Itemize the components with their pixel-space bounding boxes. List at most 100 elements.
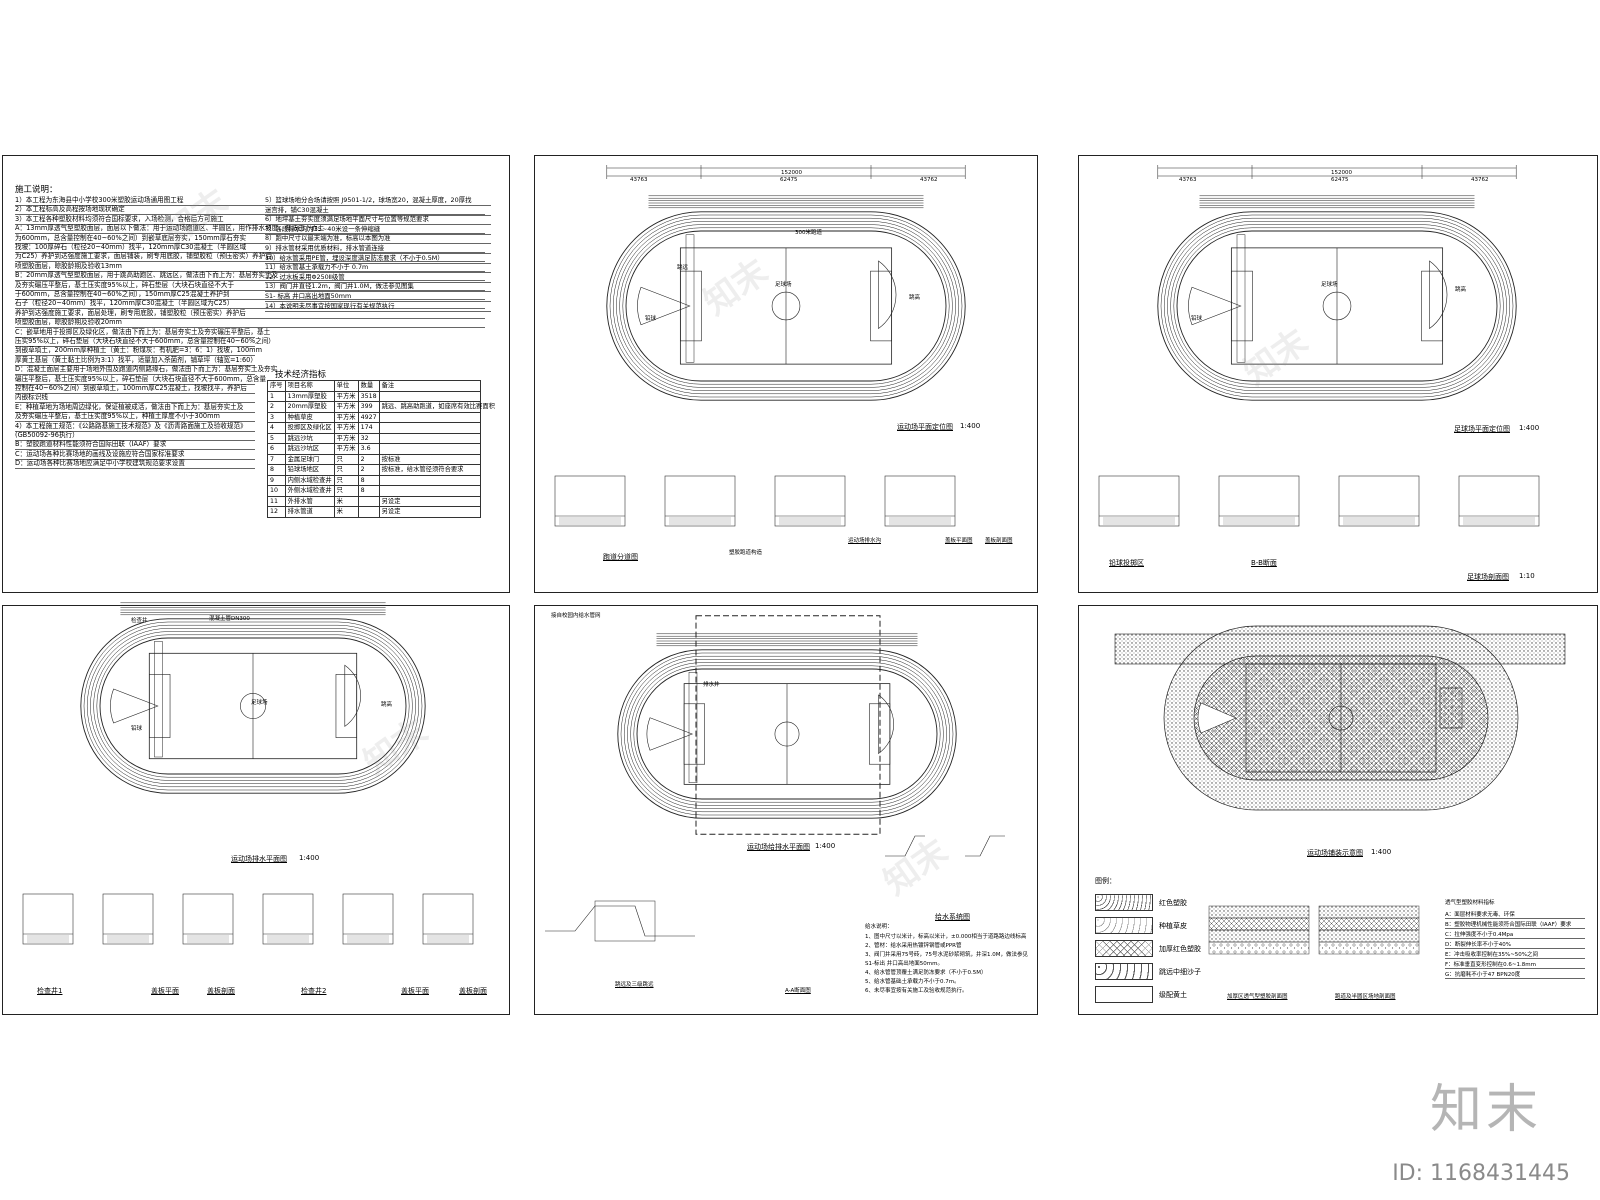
shot-put-sector [1197,702,1237,734]
tech-cell: 投掷区及绿化区 [284,422,335,434]
detail-box [774,475,846,527]
tech-cell: 2 [357,453,380,465]
track-lane-line [617,649,957,819]
track-lane-line [619,224,953,388]
section-layer [1318,905,1420,919]
note-line: 14）本说明未尽事宜按国家现行有关规范执行 [265,302,491,312]
plan-title: 足球场平面定位图 [1454,425,1510,433]
water-supply-frame [695,615,881,835]
shot-put-sector [646,717,694,751]
plan-scale: 1:400 [960,422,981,430]
tech-cell [357,506,380,518]
drainage-plan-drawing [22,602,474,945]
tech-cell: 6 [267,443,286,455]
track-lane-line [1176,230,1498,382]
tech-cell [378,474,481,486]
note-line: D：混凝土面层主要用于场地外围及跑道内侧路缘石，做法由下而上为：基层夯实土及夯实 [15,365,278,376]
centre-circle [774,721,800,747]
note-line: D：运动场各种比赛场地应满足中小学校建筑规范要求设置 [15,459,255,470]
section-layer [1208,917,1310,931]
field-label: 足球场 [775,282,792,288]
material-line: G：抗磨耗不小于47 BPN20度 [1445,970,1585,979]
detail-box [1098,475,1180,527]
header-note: 接自校园内给水管网 [551,613,601,619]
note-line: 找坡：100厚碎石（粒径20~40mm）找平，120mm厚C30混凝土（半圆区域 [15,243,485,253]
tech-cell: 3 [267,411,286,423]
tech-cell: 平方米 [333,443,359,455]
track-lane-line [622,227,950,385]
long-jump-runway [154,641,163,758]
legend-swatch [1095,986,1153,1003]
tech-cell: 外排水管 [284,495,335,507]
material-heading: 透气型塑胶材料指标 [1445,900,1495,906]
plan-title: 运动场给排水平面图 [747,843,810,851]
tech-cell: 跳远、跳高助跑道，如座席有效比赛面积 [378,401,495,413]
detail-box [22,893,74,945]
long-jump-runway [1236,234,1246,363]
material-line: D：断裂伸长率不小于40% [1445,940,1585,949]
note-line: 为C25）养护到达强度施工要求，面层铺装，刷专用底胶，铺塑胶粒（预压密实）养护后 [15,252,485,263]
centre-circle [240,693,266,719]
note-line: 控制在40~60%之间）到嵌草填土，100mm厚C25混凝土，找坡找平，养护后 [15,384,255,394]
tech-cell: 只 [333,474,359,486]
track-lane-line [1173,227,1501,385]
tech-cell: 11 [267,495,286,507]
detail-title-4: 盖板平面图 [945,538,973,544]
tech-cell: 另设定 [378,506,481,518]
detail-box [884,475,956,527]
note-line: A：13mm厚透气型塑胶面层，面层以下做法：用于运动场跑道区、半圆区，用作排水坡… [15,224,485,235]
tech-header-cell: 项目名称 [284,380,335,392]
shot-put-sector [1188,286,1242,326]
tech-cell: 平方米 [333,422,359,434]
tech-cell: 按标准 [378,453,481,465]
plan-scale: 1:400 [299,854,320,862]
tech-cell: 12 [267,506,286,518]
tech-table-header: 序号项目名称单位数量备注 [267,380,481,392]
long-jump-runway [688,672,698,783]
legend-swatch [1095,940,1153,957]
water-note-line: 5、给水管基础土承载力不小于0.7m。 [865,979,960,985]
material-line: B：塑胶物理机械性能须符合国际田联（IAAF）要求 [1445,920,1585,929]
tech-cell: 32 [357,432,380,444]
tech-cell [378,443,481,455]
note-line: 3）本工程各种塑胶材料均须符合国标要求，入场检测，合格后方可施工 [15,215,485,225]
tech-cell: 20mm厚塑胶 [284,401,335,413]
pit-title: 跳远及三级跳远 [615,982,654,988]
shot-put-sector [637,286,691,326]
water-note-line: 2、管材：给水采用热镀锌钢管或PPR管 [865,943,962,949]
detail-title-1: 检查井1 [37,987,63,995]
tech-header-cell: 数量 [357,380,380,392]
supply-riser [885,835,925,857]
tech-cell: 7 [267,453,286,465]
section-layer [1208,941,1310,955]
track-lane-line [606,211,966,401]
detail-title-3: 运动场排水沟 [848,538,882,544]
track-lane-line [625,230,947,382]
track-label: 300米跑道 [795,230,822,236]
tech-cell: 跳远沙坑区 [284,443,335,455]
tech-cell: 平方米 [333,432,359,444]
sheet-football-plan: 152000 43763 62475 43762 足球场 铅球 跳高 足球场平面… [1078,155,1598,593]
track-lane-line [99,637,407,775]
track-lane-line [623,655,951,813]
tech-cell: 外侧水域检查井 [284,485,335,497]
detail-box [664,475,736,527]
detail-box [262,893,314,945]
tech-header-cell: 序号 [267,380,286,392]
tech-cell: 金属足球门 [284,453,335,465]
centre-circle [771,291,801,321]
note-line: B：塑胶跑道材料性能须符合国际田联（IAAF）要求 [15,440,255,451]
plan-scale: 1:400 [815,842,836,850]
tech-cell: 跳远沙坑 [284,432,335,444]
tech-cell: 4 [267,422,286,434]
note-line: C：运动场各种比赛场地的画线及设施应符合国家标准要求 [15,450,255,460]
plan-scale: 1:400 [1371,848,1392,856]
track-lane-line [609,214,963,398]
paving-plan-drawing [1114,625,1566,955]
